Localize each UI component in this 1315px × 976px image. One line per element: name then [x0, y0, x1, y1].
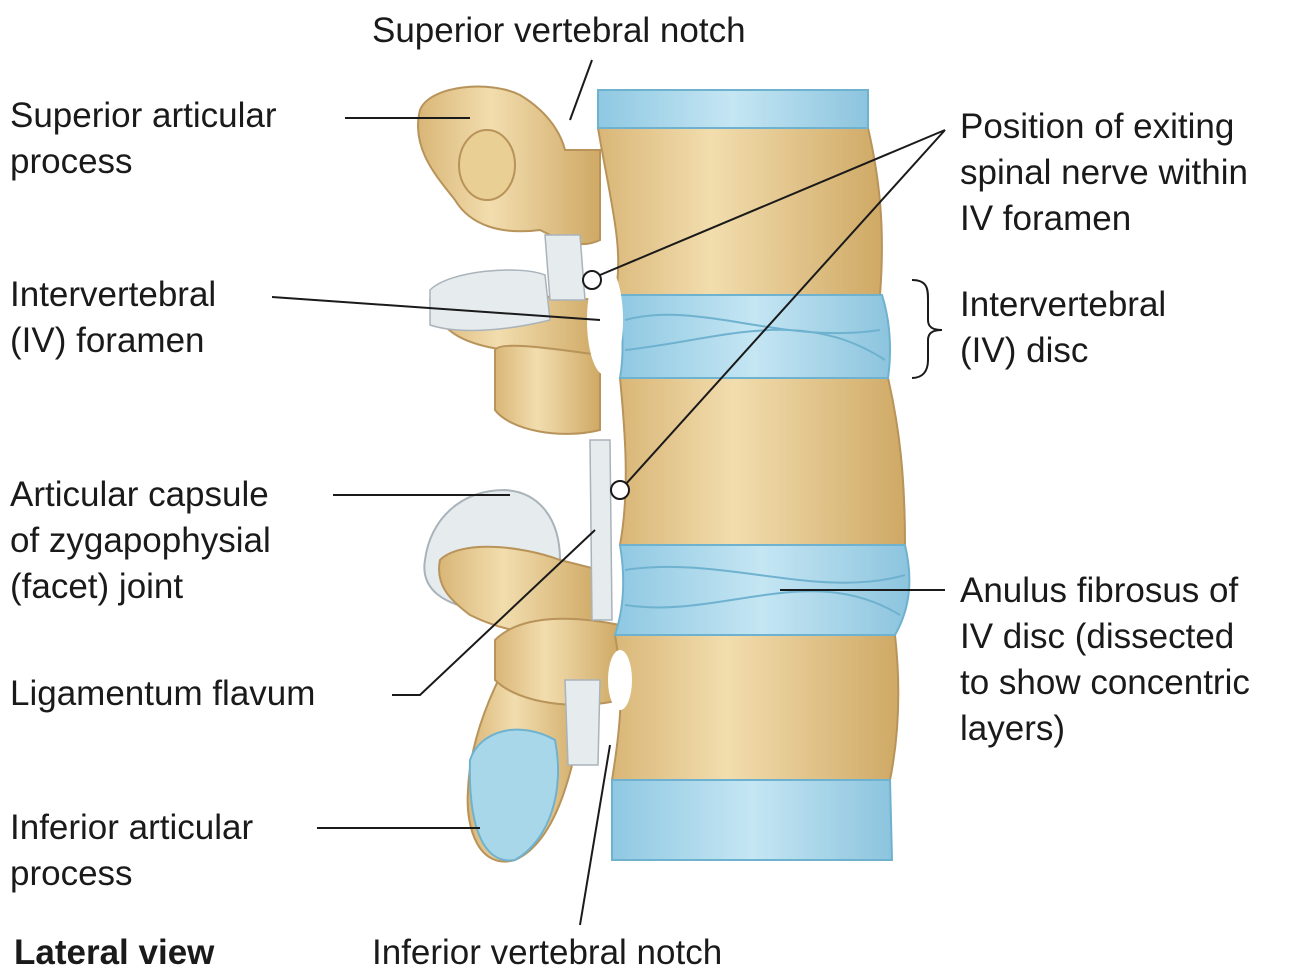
spinous-middle [495, 346, 600, 434]
label-lateral-view: Lateral view [14, 930, 214, 976]
top-endplate [598, 90, 868, 128]
label-articular-capsule: Articular capsule of zygapophysial (face… [10, 472, 271, 610]
inferior-facet [470, 730, 558, 861]
brace-iv-disc [912, 280, 942, 378]
label-superior-articular-process: Superior articular process [10, 93, 277, 185]
vertebral-body-upper [598, 128, 882, 295]
vertebral-body-middle [620, 378, 905, 545]
label-anulus-fibrosus: Anulus fibrosus of IV disc (dissected to… [960, 568, 1250, 752]
label-intervertebral-foramen: Intervertebral (IV) foramen [10, 272, 216, 364]
iv-disc-upper [618, 295, 890, 378]
iv-foramen-lower [608, 650, 632, 710]
label-iv-disc: Intervertebral (IV) disc [960, 282, 1166, 374]
label-ligamentum-flavum: Ligamentum flavum [10, 671, 315, 717]
label-inferior-vertebral-notch: Inferior vertebral notch [372, 930, 722, 976]
label-inferior-articular-process: Inferior articular process [10, 805, 253, 897]
bottom-endplate [612, 780, 892, 860]
vertebral-body-lower [612, 635, 898, 780]
leader-superior-notch [570, 60, 592, 120]
nerve-marker-lower [611, 481, 629, 499]
superior-process-tip [459, 130, 515, 200]
nerve-marker-upper [583, 271, 601, 289]
label-superior-vertebral-notch: Superior vertebral notch [372, 8, 746, 54]
label-exiting-nerve: Position of exiting spinal nerve within … [960, 104, 1248, 242]
posterior-spine-lower [495, 619, 620, 705]
leader-inferior-notch [580, 745, 610, 925]
